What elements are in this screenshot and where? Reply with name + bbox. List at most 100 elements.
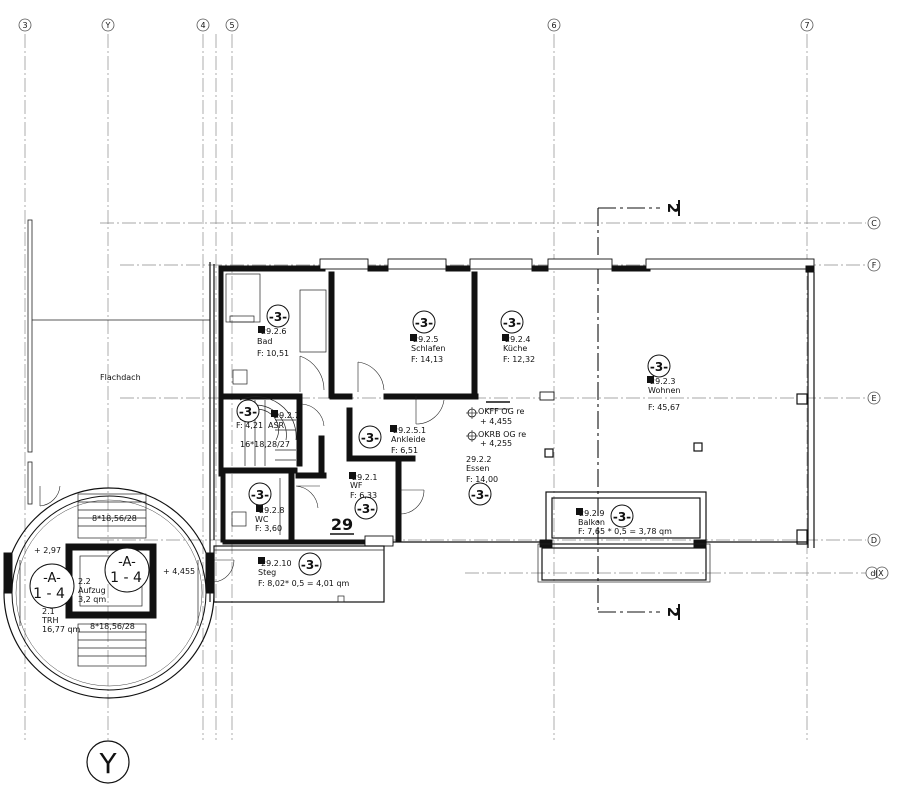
room-label-balkon: 29.2.9 Balkon F: 7,65 * 0,5 = 3,78 qm bbox=[576, 508, 672, 536]
room-area: F: 12,32 bbox=[503, 355, 535, 364]
flat-roof: Flachdach bbox=[27, 219, 210, 505]
tower-range-left: 1 - 4 bbox=[33, 586, 65, 602]
svg-text:-3-: -3- bbox=[503, 316, 521, 330]
room-name: Essen bbox=[466, 464, 489, 473]
room-area: F: 14,13 bbox=[411, 355, 443, 364]
room-marker-icon bbox=[271, 410, 278, 417]
room-area: F: 6,33 bbox=[350, 491, 377, 500]
room-id: 29.2.1 bbox=[352, 473, 377, 482]
columns bbox=[544, 442, 703, 458]
okff-value: + 4,455 bbox=[480, 417, 512, 426]
grid-axis-F-label: F bbox=[872, 261, 877, 270]
room-name: WC bbox=[255, 515, 269, 524]
svg-text:-3-: -3- bbox=[613, 510, 631, 524]
tower-stair-spec-top: 8*18,56/28 bbox=[92, 514, 137, 523]
room-label-wc: 29.2.8 WC F: 3,60 bbox=[255, 505, 284, 533]
level-tag-bad: -3- bbox=[266, 304, 290, 328]
room-name: Balkon bbox=[578, 518, 605, 527]
grid-axis-E-label: E bbox=[871, 394, 876, 403]
room-id: 29.2.5.1 bbox=[393, 426, 426, 435]
grid-axis-E: E bbox=[867, 391, 881, 405]
room-name: Küche bbox=[503, 344, 527, 353]
room-id: 29.2.5 bbox=[413, 335, 438, 344]
grid-axis-3: 3 bbox=[18, 18, 32, 32]
room-name: Schlafen bbox=[411, 344, 445, 353]
apartment-walls bbox=[209, 258, 815, 602]
grid-axis-D: D bbox=[867, 533, 881, 547]
room-id: 29.2.10 bbox=[261, 559, 292, 568]
grid-axis-7: 7 bbox=[800, 18, 814, 32]
room-id: 29.2.9 bbox=[579, 509, 604, 518]
grid-axis-3-label: 3 bbox=[22, 21, 27, 30]
svg-text:-3-: -3- bbox=[357, 502, 375, 516]
grid-axis-5-label: 5 bbox=[229, 21, 234, 30]
room-area: F: 8,02* 0,5 = 4,01 qm bbox=[258, 579, 350, 588]
tower-labels: 8*18,56/28 8*18,56/28 + 2,97 + 4,455 -A-… bbox=[29, 514, 195, 634]
grid-axis-4: 4 bbox=[196, 18, 210, 32]
elevator-id: 2.2 bbox=[78, 577, 91, 586]
section-line-2: 2 2 bbox=[597, 200, 682, 620]
section-marker-bottom: 2 bbox=[664, 607, 682, 617]
elevator-area: 3,2 qm bbox=[78, 595, 106, 604]
bridge-steg bbox=[213, 545, 385, 603]
tower-stair-spec-bottom: 8*18,56/28 bbox=[90, 622, 135, 631]
room-name: Wohnen bbox=[648, 386, 680, 395]
okrb-label: OKRB OG re bbox=[478, 430, 526, 439]
room-id: 29.2.3 bbox=[650, 377, 675, 386]
room-marker-icon bbox=[502, 334, 509, 341]
room-name: WF bbox=[350, 481, 363, 490]
room-label-schlafen: 29.2.5 Schlafen F: 14,13 bbox=[410, 334, 445, 364]
tower-level-left: + 2,97 bbox=[34, 546, 61, 555]
svg-text:Y: Y bbox=[98, 747, 117, 780]
room-area: F: 3,60 bbox=[255, 524, 282, 533]
svg-text:-3-: -3- bbox=[361, 431, 379, 445]
grid-axis-Y-label: Y bbox=[105, 21, 111, 30]
svg-text:-3-: -3- bbox=[650, 360, 668, 374]
svg-text:-3-: -3- bbox=[415, 316, 433, 330]
svg-text:-3-: -3- bbox=[301, 558, 319, 572]
level-mark-okff: OKFF OG re + 4,455 bbox=[466, 407, 524, 426]
stair-tower bbox=[3, 485, 235, 699]
grid-axis-dX: d|X bbox=[865, 566, 889, 580]
room-area: F: 7,65 * 0,5 = 3,78 qm bbox=[578, 527, 672, 536]
room-id: 29.2.2 bbox=[466, 455, 491, 464]
grid-axis-Y: Y bbox=[101, 18, 115, 32]
tower-level-right: + 4,455 bbox=[163, 567, 195, 576]
level-tag-wc: -3- bbox=[248, 482, 272, 506]
section-marker-top: 2 bbox=[664, 203, 682, 213]
room-marker-icon bbox=[576, 508, 583, 515]
story-number: 29 bbox=[330, 515, 354, 535]
room-marker-icon bbox=[258, 557, 265, 564]
tower-stair-name: TRH bbox=[41, 616, 58, 625]
level-tag-steg: -3- bbox=[298, 552, 322, 576]
tower-tag-right: -A- bbox=[118, 555, 136, 570]
room-marker-icon bbox=[349, 472, 356, 479]
okrb-value: + 4,255 bbox=[480, 439, 512, 448]
room-label-ankleide: 29.2.5.1 Ankleide F: 6,51 bbox=[390, 425, 426, 455]
level-tag-wf: -3- bbox=[354, 496, 378, 520]
svg-text:-3-: -3- bbox=[269, 310, 287, 324]
room-label-kueche: 29.2.4 Küche F: 12,32 bbox=[502, 334, 535, 364]
grid-axis-F: F bbox=[867, 258, 881, 272]
level-tag-kueche: -3- bbox=[500, 310, 524, 334]
room-marker-icon bbox=[256, 505, 263, 512]
level-tag-asr: -3- bbox=[236, 399, 260, 423]
grid-lines bbox=[24, 34, 866, 740]
grid-axis-C-label: C bbox=[871, 219, 877, 228]
grid-axis-4-label: 4 bbox=[200, 21, 205, 30]
grid-axis-dX-label: d|X bbox=[870, 569, 884, 578]
room-name: ASR bbox=[268, 421, 285, 430]
tower-stair-id: 2.1 bbox=[42, 607, 55, 616]
svg-text:-3-: -3- bbox=[251, 488, 269, 502]
axis-label-y: Y bbox=[86, 740, 130, 784]
okff-label: OKFF OG re bbox=[478, 407, 524, 416]
room-marker-icon bbox=[410, 334, 417, 341]
room-id: 29.2.4 bbox=[505, 335, 530, 344]
room-label-wf: 29.2.1 WF F: 6,33 bbox=[349, 472, 377, 500]
indoor-stair-spec: 16*18,28/27 bbox=[240, 440, 290, 449]
room-area: F: 45,67 bbox=[648, 403, 680, 412]
room-name: Ankleide bbox=[391, 435, 426, 444]
grid-axis-5: 5 bbox=[225, 18, 239, 32]
room-marker-icon bbox=[647, 376, 654, 383]
level-tag-essen: -3- bbox=[468, 482, 492, 506]
